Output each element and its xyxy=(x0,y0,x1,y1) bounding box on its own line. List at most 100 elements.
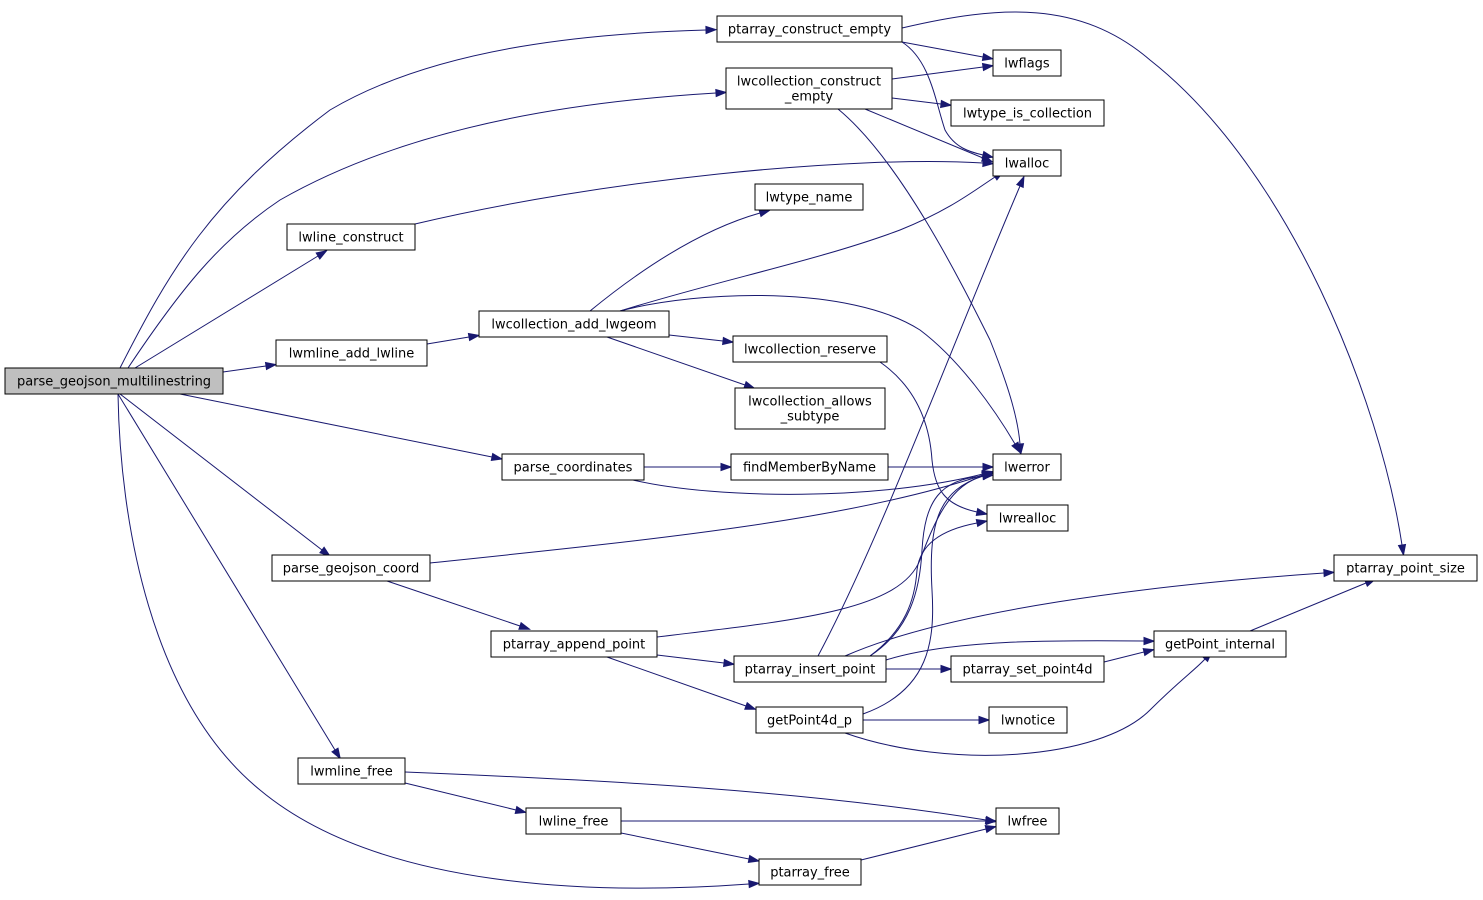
node-findMemberByName[interactable]: findMemberByName xyxy=(730,453,889,481)
arrowhead-icon xyxy=(984,825,998,834)
edge-lwcollection_add_lwgeom-to-lwcollection_reserve xyxy=(668,334,735,346)
node-ptarray_insert_point[interactable]: ptarray_insert_point xyxy=(733,655,887,683)
node-lwtype_is_collection[interactable]: lwtype_is_collection xyxy=(950,99,1105,127)
node-box xyxy=(995,807,1060,835)
node-box xyxy=(992,453,1062,481)
node-lwcollection_reserve[interactable]: lwcollection_reserve xyxy=(732,335,888,363)
node-label: lwflags xyxy=(1004,57,1050,72)
edge-lwmline_free-to-lwfree xyxy=(404,771,998,825)
edge-getPoint4d_p-to-lwerror xyxy=(862,472,994,715)
node-box xyxy=(754,183,864,211)
arrowhead-icon xyxy=(981,52,995,62)
arrowhead-icon xyxy=(975,507,989,516)
edge-ptarray_free-to-lwfree xyxy=(860,825,998,861)
edge-line xyxy=(901,11,1403,546)
edge-ptarray_insert_point-to-lwalloc xyxy=(817,175,1025,657)
node-label: lwtype_is_collection xyxy=(963,107,1092,122)
node-ptarray_free[interactable]: ptarray_free xyxy=(758,858,862,886)
node-label: lwrealloc xyxy=(999,512,1057,527)
edge-lwline_free-to-lwfree xyxy=(621,816,998,826)
node-ptarray_set_point4d[interactable]: ptarray_set_point4d xyxy=(950,655,1105,683)
node-label: ptarray_append_point xyxy=(503,638,646,653)
node-label: lwerror xyxy=(1004,461,1050,476)
node-box xyxy=(732,335,888,363)
node-box xyxy=(950,655,1105,683)
edge-ptarray_append_point-to-lwerror xyxy=(656,472,995,638)
node-ptarray_append_point[interactable]: ptarray_append_point xyxy=(490,630,658,658)
node-ptarray_construct_empty[interactable]: ptarray_construct_empty xyxy=(716,15,903,43)
node-lwfree[interactable]: lwfree xyxy=(995,807,1060,835)
arrowhead-icon xyxy=(940,99,953,109)
node-ptarray_point_size[interactable]: ptarray_point_size xyxy=(1333,554,1478,582)
arrowhead-icon xyxy=(514,805,528,814)
edge-lwcollection_add_lwgeom-to-lwerror xyxy=(619,294,1021,454)
edge-ptarray_insert_point-to-lwrealloc xyxy=(869,519,989,657)
node-lwmline_free[interactable]: lwmline_free xyxy=(297,757,406,785)
edge-line xyxy=(426,336,470,345)
node-lwcollection_add_lwgeom[interactable]: lwcollection_add_lwgeom xyxy=(478,310,670,338)
node-getPoint4d_p[interactable]: getPoint4d_p xyxy=(755,706,864,734)
edge-line xyxy=(606,656,747,707)
edge-lwcollection_construct_empty-to-lwflags xyxy=(891,62,995,80)
node-lwerror[interactable]: lwerror xyxy=(992,453,1062,481)
node-label: ptarray_point_size xyxy=(1346,562,1465,577)
arrowhead-icon xyxy=(748,879,761,889)
node-box xyxy=(986,504,1069,532)
edge-lwmline_free-to-lwline_free xyxy=(404,782,528,814)
arrowhead-icon xyxy=(1011,441,1021,454)
arrowhead-icon xyxy=(722,336,735,346)
node-label: lwcollection_construct xyxy=(737,75,881,90)
node-label: lwtype_name xyxy=(766,191,853,206)
node-parse_coordinates[interactable]: parse_coordinates xyxy=(501,453,645,481)
edge-lwline_construct-to-lwalloc xyxy=(414,158,995,225)
edge-line xyxy=(429,474,984,564)
node-lwflags[interactable]: lwflags xyxy=(992,49,1062,77)
node-box xyxy=(1153,630,1287,658)
edge-parse_geojson_multilinestring-to-ptarray_free xyxy=(117,393,761,889)
node-label: lwalloc xyxy=(1005,157,1050,172)
node-lwline_construct[interactable]: lwline_construct xyxy=(286,223,416,251)
edge-line xyxy=(817,185,1021,657)
node-box xyxy=(730,453,889,481)
arrowhead-icon xyxy=(981,472,994,481)
node-lwalloc[interactable]: lwalloc xyxy=(992,149,1062,177)
edge-line xyxy=(134,255,319,369)
arrowhead-icon xyxy=(264,361,278,371)
nodes-layer: parse_geojson_multilinestring ptarray_con… xyxy=(4,15,1478,886)
edge-ptarray_set_point4d-to-getPoint_internal xyxy=(1103,648,1156,663)
node-label: findMemberByName xyxy=(743,461,876,476)
node-label: lwmline_free xyxy=(310,765,393,780)
node-lwcollection_allows_subtype[interactable]: lwcollection_allows_subtype xyxy=(734,387,886,430)
edge-line xyxy=(404,782,517,811)
node-lwrealloc[interactable]: lwrealloc xyxy=(986,504,1069,532)
node-box xyxy=(297,757,406,785)
node-box xyxy=(275,339,428,367)
edge-line xyxy=(869,522,978,657)
arrowhead-icon xyxy=(723,658,736,668)
node-getPoint_internal[interactable]: getPoint_internal xyxy=(1153,630,1287,658)
node-parse_geojson_multilinestring[interactable]: parse_geojson_multilinestring xyxy=(4,367,224,395)
edge-lwmline_add_lwline-to-lwcollection_add_lwgeom xyxy=(426,332,481,345)
edge-lwcollection_reserve-to-lwrealloc xyxy=(879,361,989,516)
edge-lwcollection_add_lwgeom-to-lwcollection_allows_subtype xyxy=(606,336,756,389)
node-lwcollection_construct_empty[interactable]: lwcollection_construct_empty xyxy=(725,67,893,110)
arrowhead-icon xyxy=(518,621,531,630)
node-lwline_free[interactable]: lwline_free xyxy=(525,807,622,835)
edge-ptarray_insert_point-to-getPoint_internal xyxy=(885,636,1156,661)
node-lwmline_add_lwline[interactable]: lwmline_add_lwline xyxy=(275,339,428,367)
edge-line xyxy=(414,161,984,225)
node-box xyxy=(286,223,416,251)
edge-ptarray_append_point-to-ptarray_insert_point xyxy=(656,654,736,668)
node-label: parse_geojson_coord xyxy=(283,562,420,577)
node-box xyxy=(733,655,887,683)
node-lwnotice[interactable]: lwnotice xyxy=(988,706,1068,734)
node-label: getPoint_internal xyxy=(1165,638,1275,653)
node-label: lwline_construct xyxy=(298,231,403,246)
node-label: lwfree xyxy=(1008,815,1048,830)
node-box xyxy=(271,554,431,582)
node-parse_geojson_coord[interactable]: parse_geojson_coord xyxy=(271,554,431,582)
edge-line xyxy=(885,640,1145,661)
node-box xyxy=(501,453,645,481)
node-lwtype_name[interactable]: lwtype_name xyxy=(754,183,864,211)
arrowhead-icon xyxy=(705,25,718,35)
